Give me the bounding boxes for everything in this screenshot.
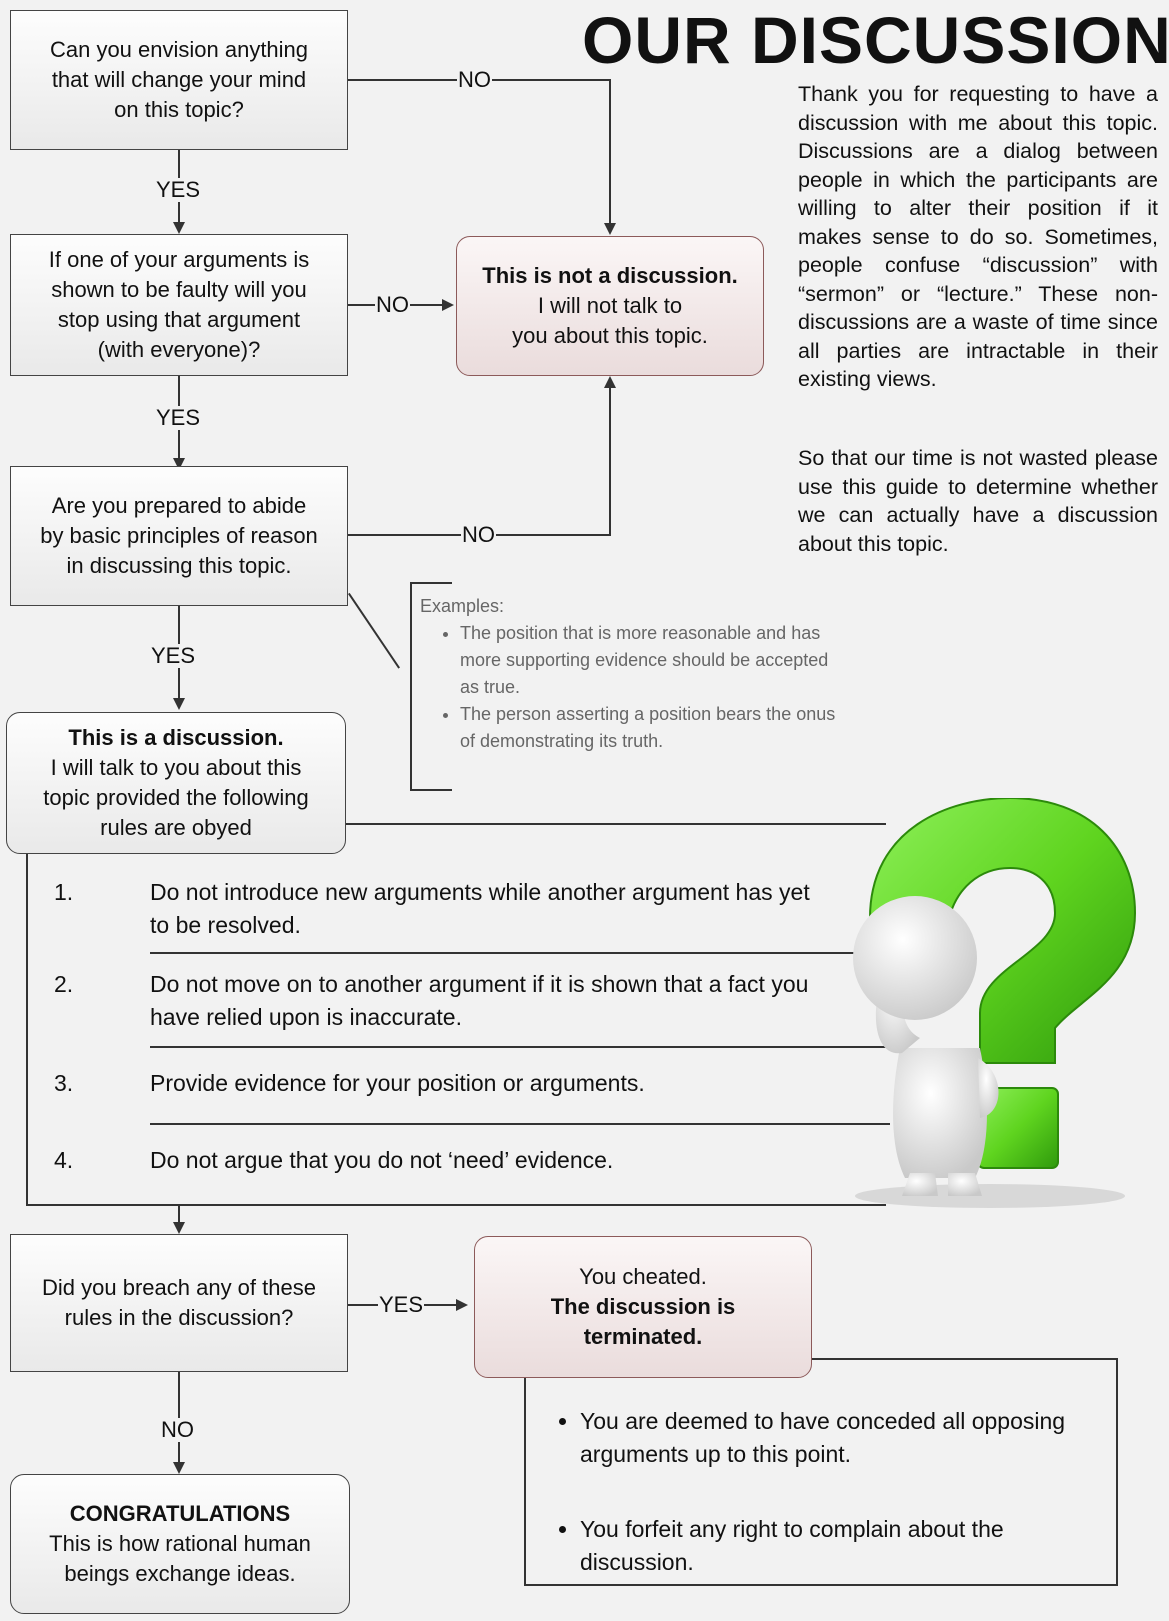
- arrow-right-icon: [456, 1299, 468, 1311]
- discussion-line: topic provided the following: [43, 785, 309, 810]
- arrow-down-icon: [173, 222, 185, 234]
- rule-number: 4.: [54, 1147, 74, 1173]
- congratulations-box: CONGRATULATIONS This is how rational hum…: [10, 1474, 350, 1614]
- cheated-box: You cheated. The discussion is terminate…: [474, 1236, 812, 1378]
- not-discussion-heading: This is not a discussion.: [482, 263, 738, 288]
- rule-number: 1.: [54, 879, 74, 905]
- connector-q1-no-down: [609, 79, 611, 225]
- connector-q3-no-up: [609, 388, 611, 536]
- rule-divider: [150, 1123, 890, 1125]
- question-faulty-argument: If one of your arguments is shown to be …: [10, 234, 348, 376]
- consequences-list: You are deemed to have conceded all oppo…: [540, 1405, 1120, 1621]
- q4-line: Did you breach any of these: [42, 1275, 316, 1300]
- discussion-heading: This is a discussion.: [68, 725, 284, 750]
- q3-line: Are you prepared to abide: [51, 493, 307, 518]
- rule-number: 2.: [54, 971, 74, 997]
- arrow-right-icon: [442, 299, 454, 311]
- q2-line: (with everyone)?: [97, 337, 261, 362]
- cheated-line: You cheated.: [579, 1264, 707, 1289]
- q3-line: in discussing this topic.: [66, 553, 292, 578]
- q2-line: If one of your arguments is: [48, 247, 310, 272]
- arrow-down-icon: [604, 223, 616, 235]
- arrow-down-icon: [173, 1462, 185, 1474]
- examples-pointer: [348, 593, 400, 669]
- examples-bracket: [410, 582, 412, 791]
- label-yes: YES: [150, 643, 197, 668]
- label-no: NO: [457, 67, 492, 92]
- question-change-mind: Can you envision anything that will chan…: [10, 10, 348, 150]
- label-yes: YES: [378, 1292, 425, 1317]
- thinking-figure-question-mark-icon: [853, 798, 1137, 1208]
- discussion-line: I will talk to you about this: [50, 755, 302, 780]
- arrow-down-icon: [173, 1222, 185, 1234]
- q2-line: shown to be faulty will you: [51, 277, 307, 302]
- page-title: OUR DISCUSSION: [582, 3, 1169, 77]
- rule-divider: [150, 952, 890, 954]
- cheated-heading: The discussion is: [550, 1294, 736, 1319]
- label-no: NO: [375, 292, 410, 317]
- arrow-up-icon: [604, 376, 616, 388]
- q3-line: by basic principles of reason: [40, 523, 318, 548]
- rule-text: Do not argue that you do not ‘need’ evid…: [150, 1147, 614, 1173]
- not-discussion-line: I will not talk to: [537, 293, 683, 318]
- rule-text: Provide evidence for your position or ar…: [150, 1070, 645, 1096]
- examples-bracket-top: [410, 582, 452, 584]
- rules-panel-left: [26, 850, 28, 1206]
- consequences-panel-top: [812, 1358, 1118, 1360]
- not-discussion-box: This is not a discussion. I will not tal…: [456, 236, 764, 376]
- rule-text: Do not introduce new arguments while ano…: [150, 879, 810, 938]
- example-item: The person asserting a position bears th…: [460, 701, 840, 755]
- q4-line: rules in the discussion?: [64, 1305, 294, 1330]
- discussion-line: rules are obyed: [100, 815, 252, 840]
- consequence-item: You are deemed to have conceded all oppo…: [580, 1405, 1120, 1471]
- arrow-down-icon: [173, 698, 185, 710]
- consequences-panel-bottom: [524, 1584, 1118, 1586]
- intro-paragraph: Thank you for requesting to have a discu…: [798, 82, 1158, 391]
- congratulations-line: beings exchange ideas.: [64, 1561, 296, 1586]
- label-yes: YES: [155, 405, 202, 430]
- examples-heading: Examples:: [420, 596, 505, 616]
- rules-panel-top: [346, 823, 886, 825]
- q1-line: that will change your mind: [51, 67, 307, 92]
- label-no: NO: [461, 522, 496, 547]
- examples-bracket-bottom: [410, 789, 452, 791]
- connector-rules-q4: [178, 1206, 180, 1228]
- congratulations-line: This is how rational human: [49, 1531, 311, 1556]
- intro-paragraph-2: So that our time is not wasted please us…: [798, 446, 1158, 556]
- not-discussion-line: you about this topic.: [512, 323, 708, 348]
- rules-panel-bottom: [26, 1204, 886, 1206]
- consequence-item: You forfeit any right to complain about …: [580, 1513, 1120, 1579]
- rule-text: Do not move on to another argument if it…: [150, 971, 809, 1030]
- example-item: The position that is more reasonable and…: [460, 620, 840, 701]
- cheated-heading: terminated.: [583, 1324, 703, 1349]
- rule-divider: [150, 1046, 890, 1048]
- question-principles-of-reason: Are you prepared to abide by basic princ…: [10, 466, 348, 606]
- consequences-panel-left: [524, 1378, 526, 1586]
- examples-note: Examples: The position that is more reas…: [420, 593, 840, 755]
- rule-number: 3.: [54, 1070, 74, 1096]
- q1-line: on this topic?: [114, 97, 244, 122]
- label-no: NO: [160, 1417, 195, 1442]
- q1-line: Can you envision anything: [49, 37, 309, 62]
- question-breach-rules: Did you breach any of these rules in the…: [10, 1234, 348, 1372]
- discussion-box: This is a discussion. I will talk to you…: [6, 712, 346, 854]
- consequences-panel-right: [1116, 1358, 1118, 1586]
- label-yes: YES: [155, 177, 202, 202]
- congratulations-heading: CONGRATULATIONS: [69, 1501, 291, 1526]
- q2-line: stop using that argument: [57, 307, 301, 332]
